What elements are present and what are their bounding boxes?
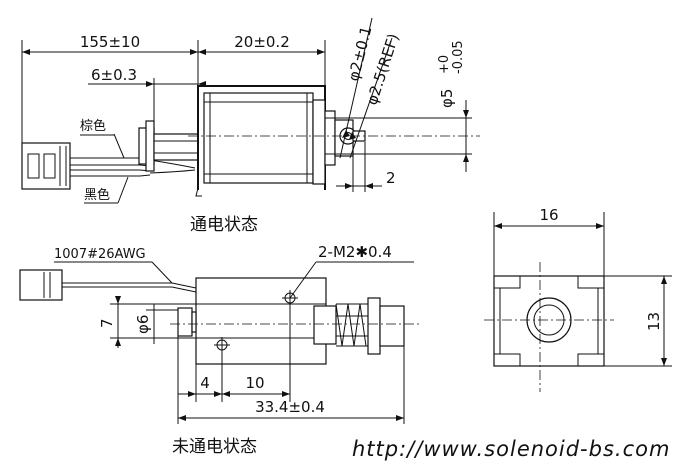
top-offset-dimension: 6±0.3 [88,66,206,124]
dim-body-length-label: 20±0.2 [234,33,290,51]
top-view: φ5 +0 -0.05 φ2±0.1 φ2.5(REF) 2 [21,17,480,235]
dim-diameter-tol-lower: -0.05 [451,40,466,74]
wire-spec-callout: 1007#26AWG [54,247,173,284]
side-view-caption: 未通电状态 [172,437,257,457]
dim-stroke-label: 2 [386,169,396,187]
mount-holes-callout: 2-M2✱0.4 [289,243,414,299]
top-lead-wires [70,157,196,177]
mount-holes-label: 2-M2✱0.4 [318,243,392,261]
dim-end-height-label: 13 [645,312,663,331]
dim-height-label: 7 [98,318,116,328]
side-spring-plunger [313,297,405,355]
wire-black-label: 黑色 [84,187,110,203]
wire-brown-label: 棕色 [80,118,106,134]
side-body [195,277,327,365]
top-length-dimensions: 155±10 20±0.2 [21,33,326,143]
top-connector [21,142,71,190]
dim-hole-offset-label: 4 [200,374,210,392]
side-view: 1007#26AWG [19,243,420,457]
top-view-caption: 通电状态 [190,215,258,235]
top-diameter-dimension: φ5 +0 -0.05 [325,40,472,172]
top-rear-plunger [138,120,199,172]
dim-plunger-diameter-label: φ6 [134,315,152,334]
end-view-height-dimension: 13 [604,275,672,367]
dim-diameter-label: φ5 [438,89,456,108]
dim-lead-length-label: 155±10 [80,33,140,51]
side-height-dimensions: 7 φ6 [98,296,196,348]
dim-width-label: 16 [539,206,558,224]
end-view-width-dimension: 16 [493,206,605,276]
side-length-dimensions: 4 10 33.4±0.4 [177,306,405,424]
top-frame [195,85,326,197]
top-stroke-dimension: 2 [336,142,396,192]
side-rear-plunger [177,307,197,337]
dim-diameter-tol-upper: +0 [437,55,452,74]
watermark-url: http://www.solenoid-bs.com [352,437,670,461]
wire-spec-label: 1007#26AWG [54,247,146,262]
end-view: 16 13 [484,206,672,392]
dim-offset-label: 6±0.3 [91,66,137,84]
side-connector [19,269,63,301]
dim-total-length-label: 33.4±0.4 [255,398,325,416]
dim-hole-spacing-label: 10 [245,374,264,392]
wire-color-callouts: 棕色 黑色 [80,118,129,204]
